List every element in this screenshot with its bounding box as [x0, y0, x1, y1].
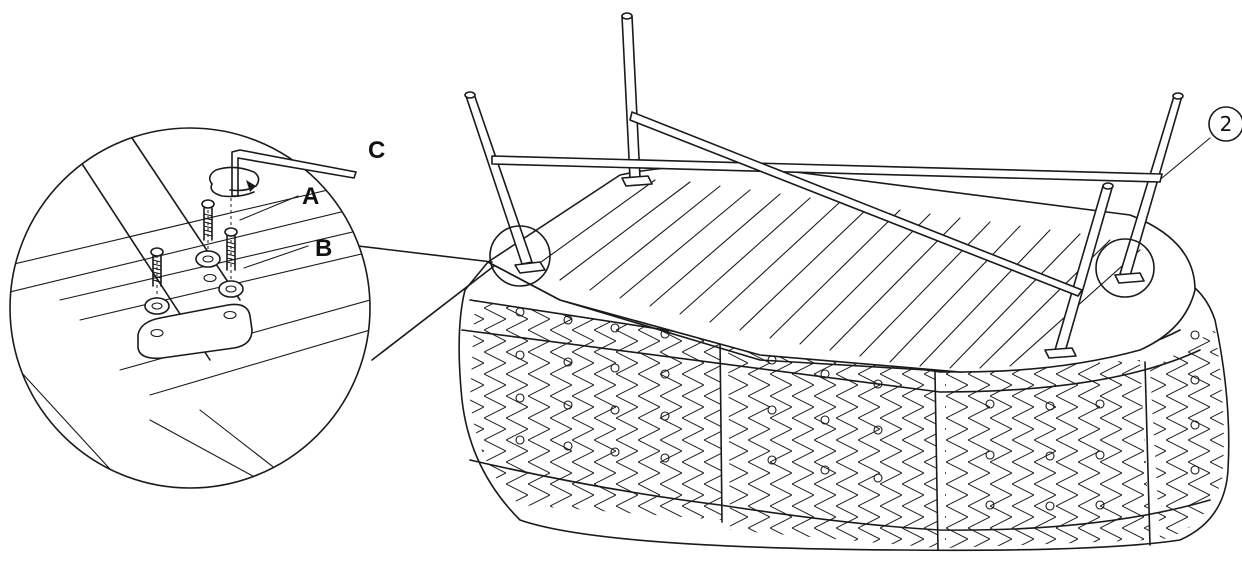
table-legs: [464, 12, 1184, 359]
zoom-circle: [9, 127, 371, 489]
crossbar-horizontal: [491, 155, 1163, 183]
crossbar-diagonal: [629, 111, 1083, 297]
focus-circle-left: [489, 225, 551, 287]
leader-line-b: [243, 245, 309, 269]
label-part-a: A: [302, 183, 319, 210]
leg-center: [621, 15, 641, 179]
leg-left: [465, 93, 533, 265]
label-part-b: B: [315, 235, 332, 262]
zoom-detail: [9, 127, 371, 489]
bolt-parts: [150, 198, 238, 298]
leader-line-a: [239, 195, 299, 221]
focus-circle-right: [1095, 238, 1155, 298]
step-callout: 2: [1208, 106, 1242, 142]
hex-key-tool: [208, 149, 357, 198]
step-number-circle: [1208, 106, 1242, 142]
washer-parts: [144, 250, 244, 315]
step-number: 2: [1220, 112, 1233, 136]
leader-line-step: [1161, 137, 1211, 179]
zoom-connector: [357, 245, 495, 361]
label-tool-c: C: [368, 137, 385, 164]
mounting-plate: [137, 303, 253, 360]
